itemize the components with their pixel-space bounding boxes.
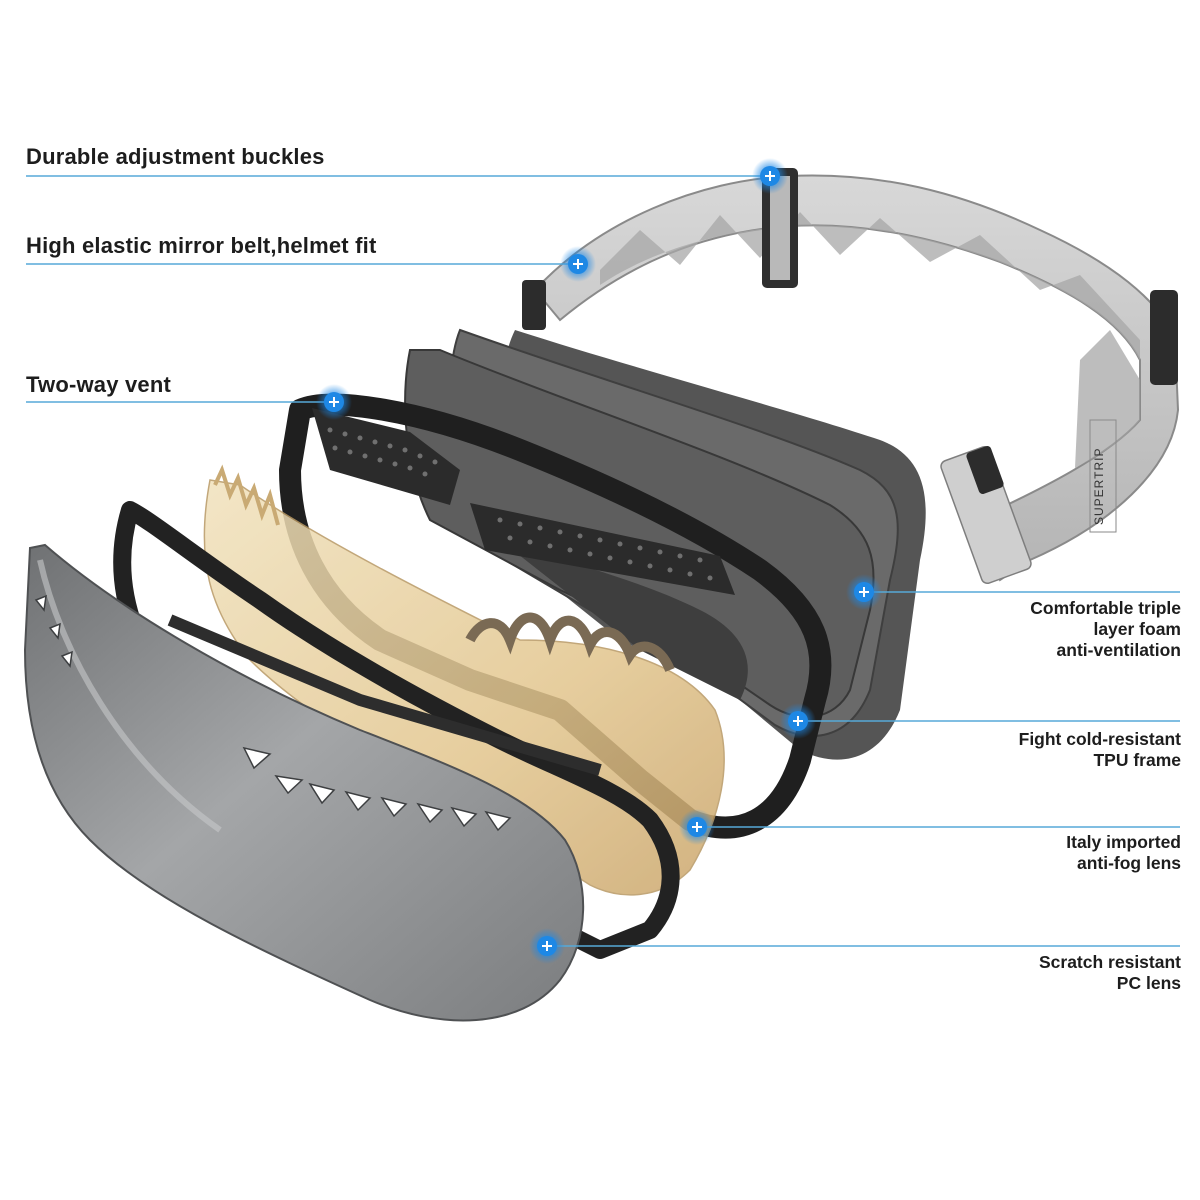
callout-foam-line-1: Comfortable triple <box>1030 598 1181 618</box>
plus-marker-icon <box>846 574 882 610</box>
callout-frame-line-1: Fight cold-resistant <box>1018 729 1181 749</box>
callout-foam-line-3: anti-ventilation <box>1056 640 1181 660</box>
plus-marker-icon <box>316 384 352 420</box>
mirror-pc-lens <box>23 543 585 1022</box>
callout-foam-label: Comfortable triple layer foam anti-venti… <box>1030 598 1181 661</box>
callout-belt-label: High elastic mirror belt,helmet fit <box>26 233 377 258</box>
callout-antifog-line-2: anti-fog lens <box>1076 853 1181 873</box>
callout-antifog-line-1: Italy imported <box>1066 832 1181 852</box>
callout-frame-label: Fight cold-resistant TPU frame <box>1019 729 1181 771</box>
callout-lines <box>26 175 1180 947</box>
callout-markers <box>316 158 882 964</box>
plus-marker-icon <box>560 246 596 282</box>
plus-marker-icon <box>780 703 816 739</box>
plus-marker-icon <box>679 809 715 845</box>
elastic-strap <box>533 174 1180 585</box>
callout-pclens-label: Scratch resistant PC lens <box>1039 952 1181 994</box>
callout-foam-line-2: layer foam <box>1093 619 1181 639</box>
callout-pclens-line-2: PC lens <box>1116 973 1181 993</box>
strap-buckles <box>522 168 1178 494</box>
plus-marker-icon <box>752 158 788 194</box>
callout-pclens-line-1: Scratch resistant <box>1038 952 1181 972</box>
callout-vent-label: Two-way vent <box>26 372 172 397</box>
callout-frame-line-2: TPU frame <box>1093 750 1181 770</box>
strap-brand-label: SUPERTRIP <box>1092 448 1106 525</box>
callout-buckles-label: Durable adjustment buckles <box>26 144 325 169</box>
plus-marker-icon <box>529 928 565 964</box>
callout-antifog-label: Italy imported anti-fog lens <box>1066 832 1181 874</box>
